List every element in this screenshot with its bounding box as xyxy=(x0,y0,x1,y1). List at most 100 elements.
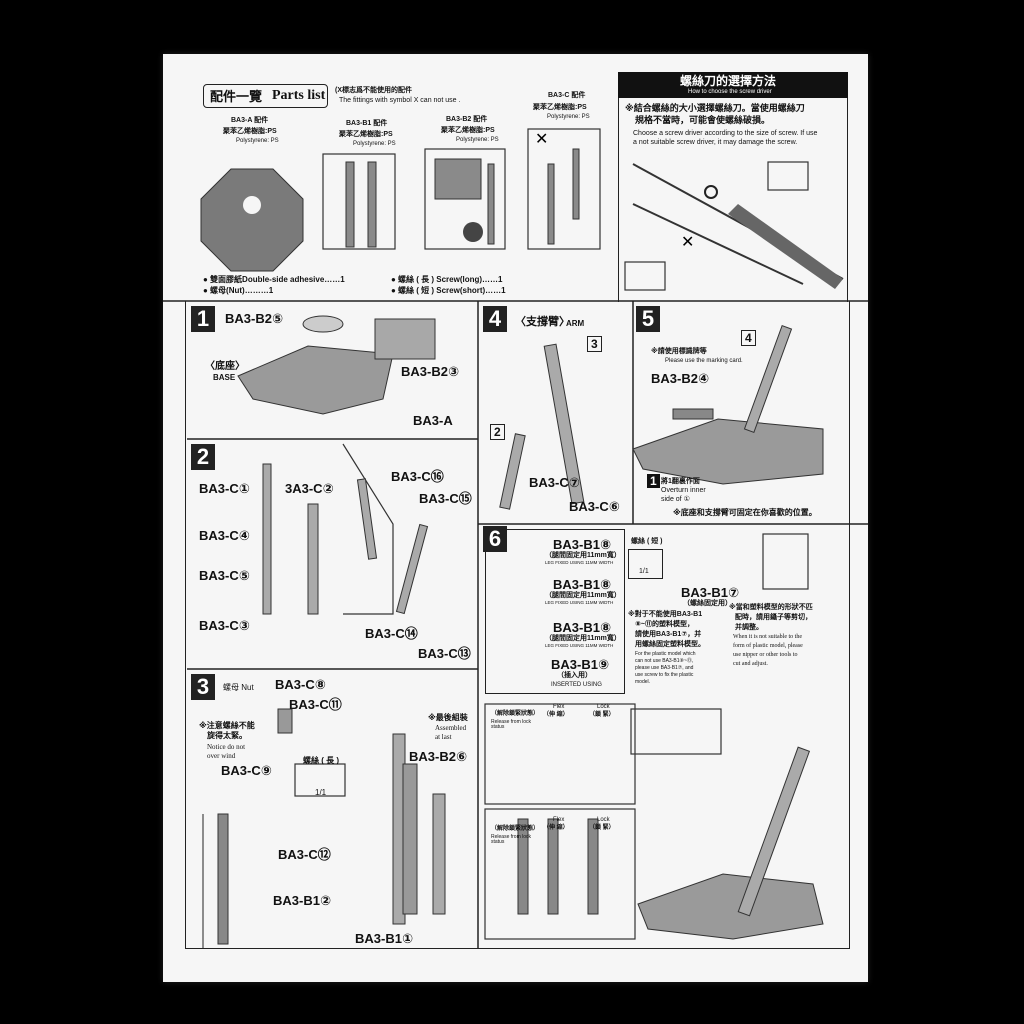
step6-note-cn-3: 請使用BA3-B1⑦，并 xyxy=(635,631,702,638)
lock-release-2-en: Release from lock status xyxy=(491,834,532,845)
step3-nut: 螺母 Nut xyxy=(223,683,254,692)
part-b1-name: BA3-B1 配件 xyxy=(346,120,388,127)
step3-last-cn: ※最後組裝 xyxy=(428,713,468,722)
step-6-number: 6 xyxy=(483,526,507,552)
step6-r2-label: BA3-B1⑧ xyxy=(553,577,611,592)
step4-title-en: ARM xyxy=(566,319,585,328)
accessory-screw-long: ● 螺絲 ( 長 ) Screw(long)……1 xyxy=(391,275,503,284)
screw-title-bar: 螺絲刀的選擇方法 How to choose the screw driver xyxy=(618,72,848,98)
step6-r3-cn: （腿間固定用11mm寬） xyxy=(545,635,621,642)
lock-1-en: Lock xyxy=(597,704,610,710)
step6-r4-label: BA3-B1⑨ xyxy=(551,657,609,672)
part-c-name: BA3-C 配件 xyxy=(548,92,586,99)
step6-cut-cn-2: 配時，請用鑷子等剪切， xyxy=(735,614,812,621)
part-a-material-en: Polystyrene: PS xyxy=(236,138,279,144)
part-c-material-cn: 聚苯乙烯樹脂:PS xyxy=(533,104,587,111)
step5-overturn-en-1: Overturn inner xyxy=(661,487,706,494)
step6-cut-en-2: form of plastic model, please xyxy=(733,643,803,649)
part-b2-material-cn: 聚苯乙烯樹脂:PS xyxy=(441,127,495,134)
step2-label-c13: BA3-C⑬ xyxy=(418,646,471,661)
lock-release-2-cn: （解除鎖緊狀態） xyxy=(491,826,540,832)
step6-note-en-3: please use BA3-B1⑦, and xyxy=(635,665,694,671)
part-b1-material-en: Polystyrene: PS xyxy=(353,141,396,147)
flex-2-en: Flex xyxy=(553,817,565,823)
step6-cut-cn-1: ※當和塑料模型的形狀不匹 xyxy=(729,604,813,611)
lock-release-1-en: Release from lock status xyxy=(491,719,532,730)
screw-note-cn-2: 規格不當時，可能會使螺絲破損。 xyxy=(635,115,771,125)
step1-label-b2-5: BA3-B2⑤ xyxy=(225,311,283,326)
svg-text:✕: ✕ xyxy=(535,131,548,148)
step3-last-en-1: Assembled xyxy=(435,724,467,732)
step5-mark-cn: ※請使用標識牌等 xyxy=(651,348,707,355)
step6-r4-en: INSERTED USING xyxy=(551,682,602,688)
step4-title-cn: 〈支撐臂〉 xyxy=(515,316,570,328)
step6-cut-en-1: When it is not suitable to the xyxy=(733,634,802,640)
part-b1-material-cn: 聚苯乙烯樹脂:PS xyxy=(339,131,393,138)
step6-note-cn-4: 用螺絲固定塑料模型。 xyxy=(635,641,705,648)
flex-1-en: Flex xyxy=(553,704,565,710)
step3-last-en-2: at last xyxy=(435,733,452,741)
instruction-sheet: ✕ ✕ xyxy=(163,54,868,982)
step6-r1-en: LEG FIXED USING 11MM WIDTH xyxy=(545,560,614,565)
parts-title-cn: 配件一覽 xyxy=(210,89,263,104)
step3-label-b1-1: BA3-B1① xyxy=(355,931,413,946)
step6-r2-en: LEG FIXED USING 11MM WIDTH xyxy=(545,600,614,605)
step6-note-cn-2: ⑧~⑪的塑料模型， xyxy=(635,621,695,628)
lock-2-cn: （鎖 緊） xyxy=(589,825,615,831)
accessory-nut: ● 螺母(Nut)………1 xyxy=(203,286,274,295)
step3-warn-en-1: Notice do not xyxy=(207,743,246,751)
step3-warn-cn-1: ※注意螺絲不能 xyxy=(199,721,255,730)
svg-text:✕: ✕ xyxy=(681,234,694,251)
part-b2-material-en: Polystyrene: PS xyxy=(456,137,499,143)
step-2-number: 2 xyxy=(191,444,215,470)
step6-cut-en-4: cut and adjust. xyxy=(733,661,768,667)
step3-screw-long: 螺絲 ( 長 ) xyxy=(303,756,339,765)
parts-title-en: Parts list xyxy=(272,88,326,103)
step6-r3-label: BA3-B1⑧ xyxy=(553,620,611,635)
step2-label-c16: BA3-C⑯ xyxy=(391,469,444,484)
sheet-drawings: ✕ ✕ xyxy=(163,128,868,949)
x-note-cn: (X標志爲不能使用的配件 xyxy=(335,87,412,94)
step6-note-cn-1: ※對于不能使用BA3-B1 xyxy=(628,611,703,618)
step-5-number: 5 xyxy=(636,306,660,332)
step6-r1-label: BA3-B1⑧ xyxy=(553,537,611,552)
step2-label-c14: BA3-C⑭ xyxy=(365,626,418,641)
step6-r1-cn: （腿間固定用11mm寬） xyxy=(545,552,621,559)
step6-cut-en-3: use nipper or other tools to xyxy=(733,652,798,658)
step5-overturn-en-2: side of ① xyxy=(661,496,690,503)
step3-warn-cn-2: 旋得太緊。 xyxy=(207,731,247,740)
step5-label-b2-4: BA3-B2④ xyxy=(651,371,709,386)
step5-marker-4: 4 xyxy=(741,330,756,346)
step1-base-en: BASE xyxy=(213,373,236,382)
step4-label-c7: BA3-C⑦ xyxy=(529,475,580,490)
step6-b1-7-label: BA3-B1⑦ xyxy=(681,585,739,600)
step6-note-en-5: model. xyxy=(635,679,651,685)
step2-label-c4: BA3-C④ xyxy=(199,528,250,543)
step6-note-en-1: For the plastic model which xyxy=(635,651,696,657)
step2-label-c2: 3A3-C② xyxy=(285,481,334,496)
step3-label-c9: BA3-C⑨ xyxy=(221,763,272,778)
step6-r2-cn: （腿間固定用11mm寬） xyxy=(545,592,621,599)
lock-release-1-cn: （解除鎖緊狀態） xyxy=(491,711,540,717)
step6-r4-cn: （插入用） xyxy=(557,672,592,679)
step1-label-b2-3: BA3-B2③ xyxy=(401,364,459,379)
flex-1-cn: （伸 縮） xyxy=(543,712,569,718)
part-a-material-cn: 聚苯乙烯樹脂:PS xyxy=(223,128,277,135)
part-a-octagon xyxy=(200,168,304,272)
step6-note-en-4: use screw to fix the plastic xyxy=(635,672,694,678)
part-b2-name: BA3-B2 配件 xyxy=(446,116,488,123)
step2-label-c3: BA3-C③ xyxy=(199,618,250,633)
step1-base-cn: 〈底座〉 xyxy=(205,361,245,372)
step5-mark-en: Please use the marking card. xyxy=(665,358,743,364)
screw-note-en-1: Choose a screw driver according to the s… xyxy=(633,130,818,137)
step4-marker-3: 3 xyxy=(587,336,602,352)
step2-label-c15: BA3-C⑮ xyxy=(419,491,472,506)
part-a-name: BA3-A 配件 xyxy=(231,117,269,124)
step6-note-en-2: can not use BA3-B1⑧~⑬, xyxy=(635,658,694,664)
step-1-number: 1 xyxy=(191,306,215,332)
screw-note-cn-1: ※結合螺絲的大小選擇螺絲刀。當使用螺絲刀 xyxy=(625,103,805,113)
accessory-screw-short: ● 螺絲 ( 短 ) Screw(short)……1 xyxy=(391,286,506,295)
part-c-material-en: Polystyrene: PS xyxy=(547,114,590,120)
step6-holder-options xyxy=(485,529,625,694)
step6-b1-7-cn: （螺絲固定用） xyxy=(683,600,732,607)
